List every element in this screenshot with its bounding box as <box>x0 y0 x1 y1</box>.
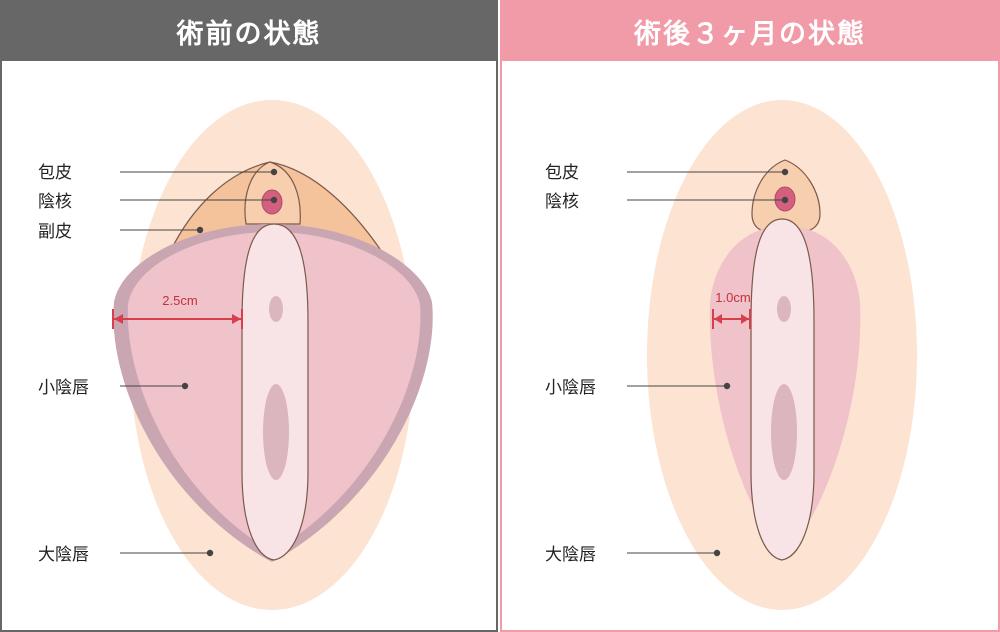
dot-labia-minora-after <box>723 382 731 390</box>
label-labia-minora-before: 小陰唇 <box>38 378 89 398</box>
label-prepuce-after: 包皮 <box>545 163 579 183</box>
measure-label-before: 2.5cm <box>162 293 197 308</box>
vaginal-opening-after <box>771 384 797 480</box>
measure-arrow-left-before <box>114 314 123 324</box>
panel-after: 術後３ヶ月の状態 1.0cm 包皮 陰核 小陰唇 大陰唇 <box>500 0 1000 632</box>
after-title: 術後３ヶ月の状態 <box>502 2 998 61</box>
measure-arrow-right-after <box>741 314 749 324</box>
dot-labia-majora-after <box>713 549 721 557</box>
label-labia-majora-before: 大陰唇 <box>38 545 89 565</box>
dot-labia-majora-before <box>206 549 214 557</box>
before-title: 術前の状態 <box>2 2 496 61</box>
before-diagram: 2.5cm 包皮 陰核 副皮 小陰唇 大陰唇 <box>38 100 433 610</box>
vaginal-opening-before <box>263 384 289 480</box>
dot-clitoris-before <box>270 196 278 204</box>
dot-clitoris-after <box>781 196 789 204</box>
measure-arrow-right-before <box>232 314 241 324</box>
urethra-before <box>269 296 283 322</box>
dot-prepuce-before <box>270 168 278 176</box>
after-diagram: 1.0cm 包皮 陰核 小陰唇 大陰唇 <box>545 100 917 610</box>
label-labia-majora-after: 大陰唇 <box>545 545 596 565</box>
label-prepuce-before: 包皮 <box>38 163 72 183</box>
dot-prepuce-after <box>781 168 789 176</box>
label-clitoris-before: 陰核 <box>38 192 72 212</box>
measure-arrow-left-after <box>714 314 722 324</box>
label-clitoris-after: 陰核 <box>545 192 579 212</box>
label-secondary-prepuce: 副皮 <box>38 222 72 242</box>
panel-before: 術前の状態 2.5cm 包皮 陰核 <box>0 0 498 632</box>
label-labia-minora-after: 小陰唇 <box>545 378 596 398</box>
urethra-after <box>777 296 791 322</box>
measure-label-after: 1.0cm <box>715 290 750 305</box>
dot-labia-minora-before <box>181 382 189 390</box>
dot-secondary-prepuce <box>196 226 204 234</box>
